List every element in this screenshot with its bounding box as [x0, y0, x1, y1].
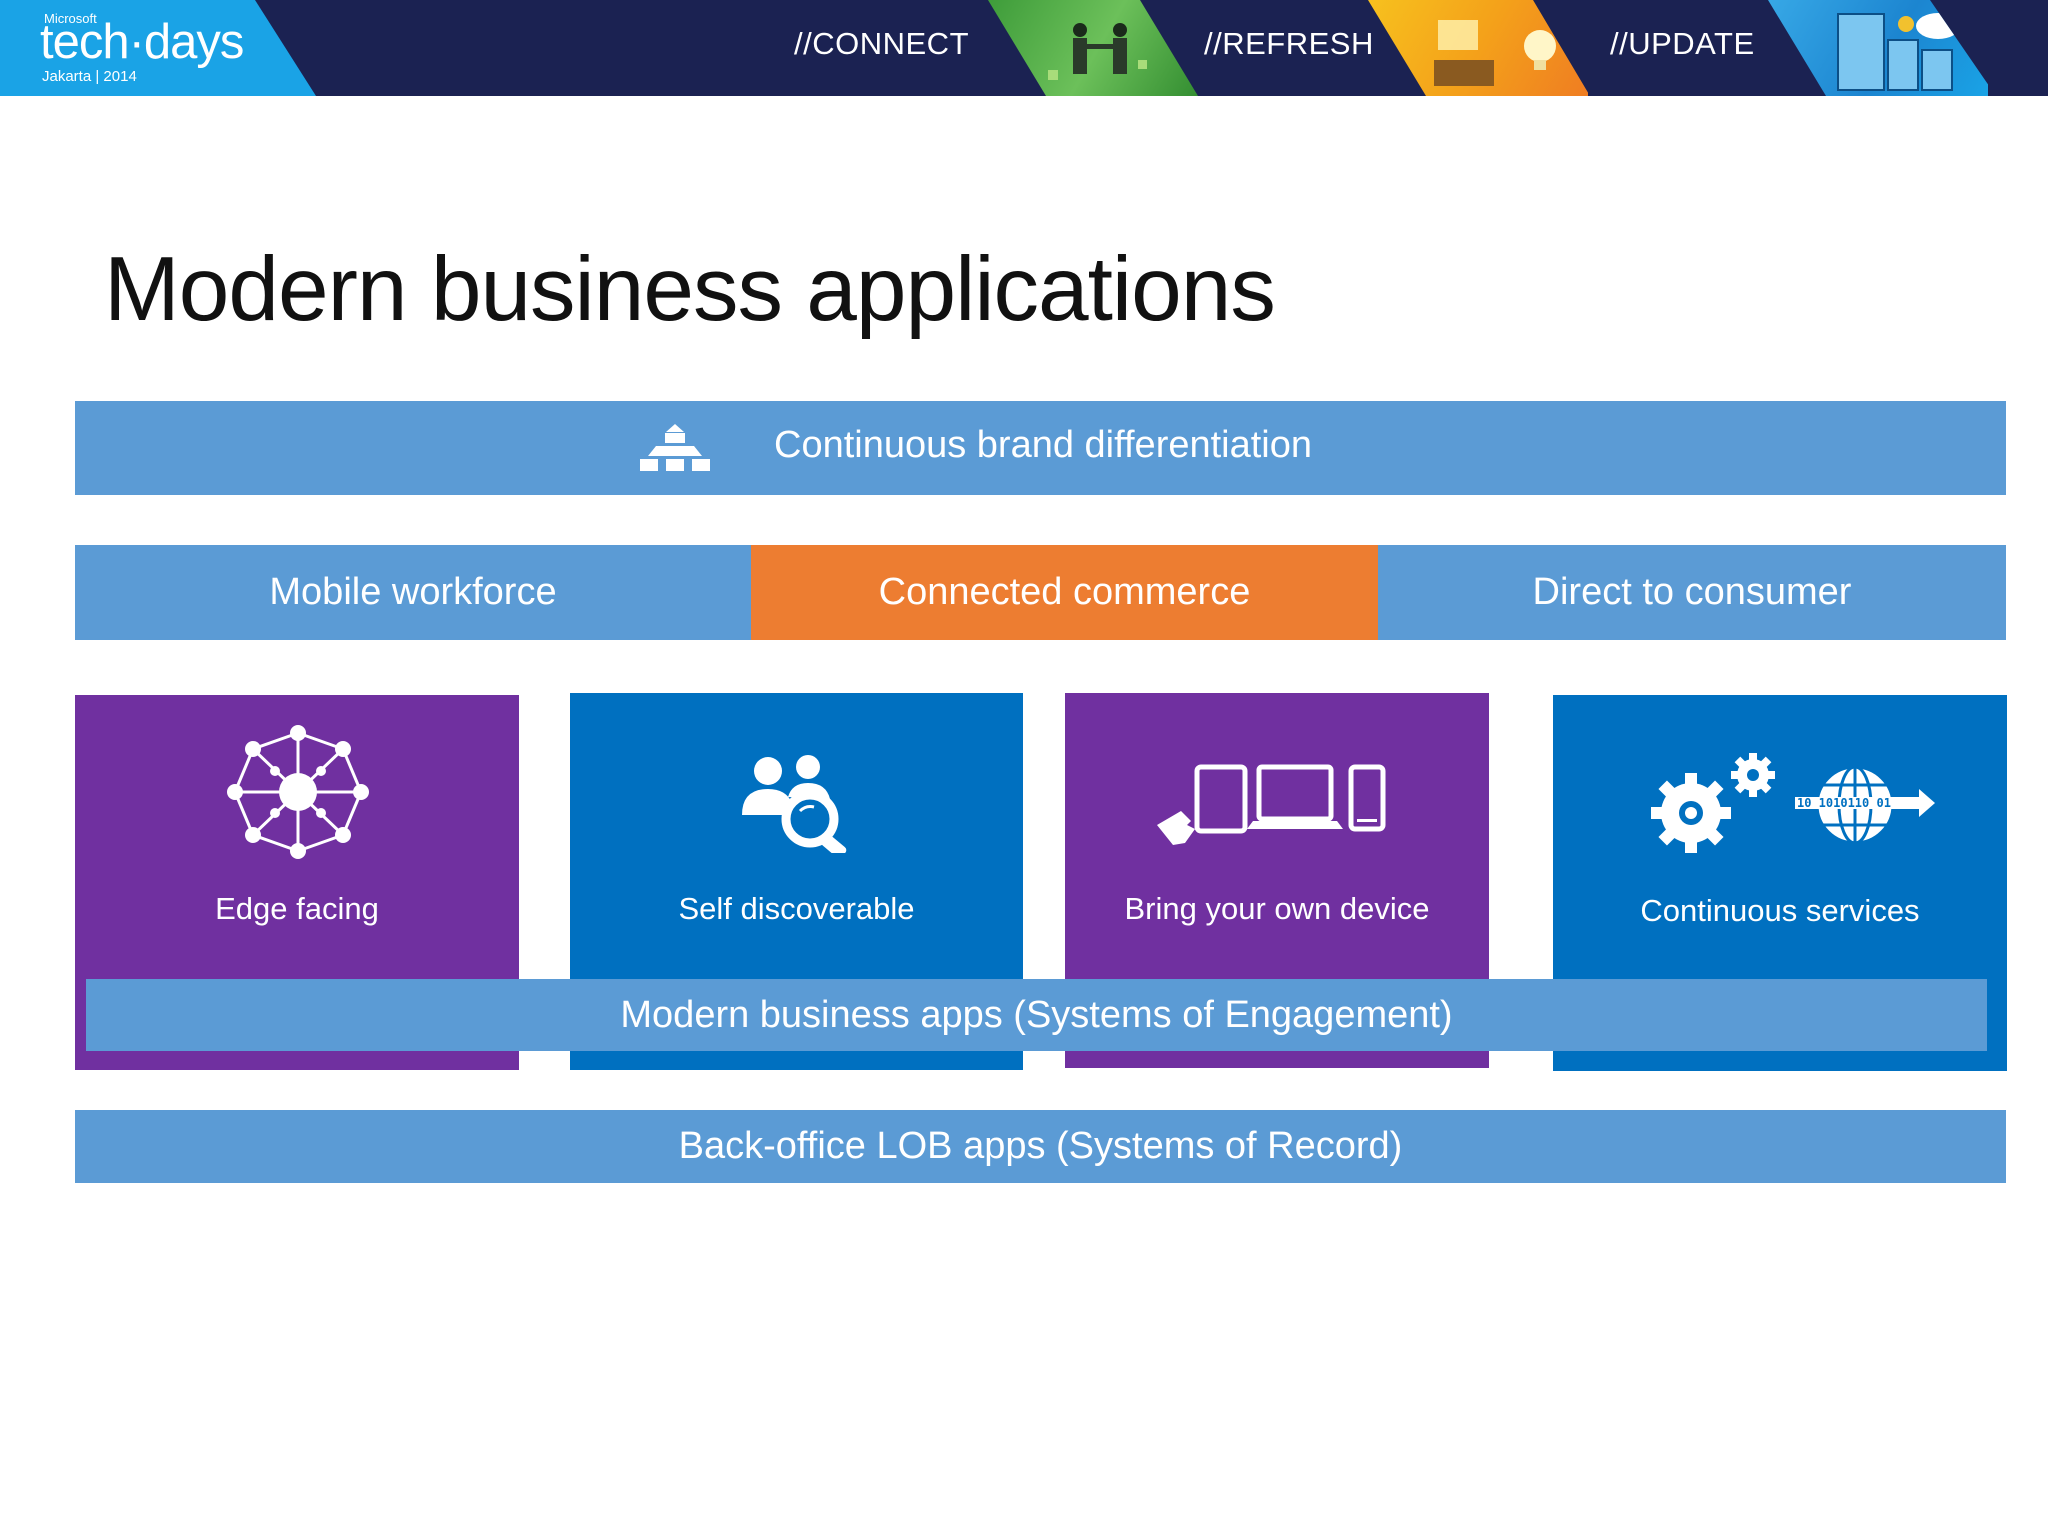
- hierarchy-icon: [640, 424, 710, 472]
- gears-globe-icon: 10 1010110 01: [1651, 753, 1935, 853]
- tile-self-discoverable-label: Self discoverable: [678, 891, 915, 926]
- people-handshake-icon: [1048, 23, 1147, 80]
- tile-edge-facing-label: Edge facing: [215, 891, 379, 926]
- page-title: Modern business applications: [104, 239, 1276, 340]
- nav-refresh: //REFRESH: [1204, 26, 1374, 61]
- brand-differentiation-label: Continuous brand differentiation: [774, 424, 1313, 466]
- refresh-illustration: [1368, 0, 1588, 96]
- systems-of-engagement-bar: Modern business apps (Systems of Engagem…: [86, 979, 1987, 1051]
- pillar-connected-commerce: Connected commerce: [751, 545, 1378, 640]
- devices-icon: [1157, 764, 1386, 845]
- pillar-mobile-workforce: Mobile workforce: [75, 545, 751, 640]
- svg-text:10 1010110 01: 10 1010110 01: [1797, 796, 1891, 810]
- systems-of-record-bar: Back-office LOB apps (Systems of Record): [75, 1110, 2006, 1183]
- update-illustration: [1768, 0, 1988, 96]
- nav-update: //UPDATE: [1610, 26, 1755, 61]
- pillar-direct-to-consumer: Direct to consumer: [1378, 545, 2006, 640]
- logo-brand: Microsoft: [44, 11, 97, 26]
- lightbulb-icon: [1434, 20, 1556, 86]
- tile-bring-your-own-device-label: Bring your own device: [1124, 891, 1430, 926]
- nav-connect: //CONNECT: [794, 26, 969, 61]
- tile-continuous-services-label: Continuous services: [1640, 893, 1920, 928]
- servers-cloud-icon: [1837, 13, 1960, 91]
- header-banner: Microsoft tech·days Jakarta | 2014 //CON…: [0, 0, 2048, 96]
- logo-name: tech·days: [40, 15, 244, 69]
- brand-differentiation-bar: [75, 401, 2006, 495]
- connect-illustration: [988, 0, 1198, 96]
- logo-panel: [0, 0, 316, 96]
- people-search-icon: [742, 755, 847, 853]
- logo-subtitle: Jakarta | 2014: [42, 68, 137, 85]
- network-hub-icon: [227, 725, 369, 859]
